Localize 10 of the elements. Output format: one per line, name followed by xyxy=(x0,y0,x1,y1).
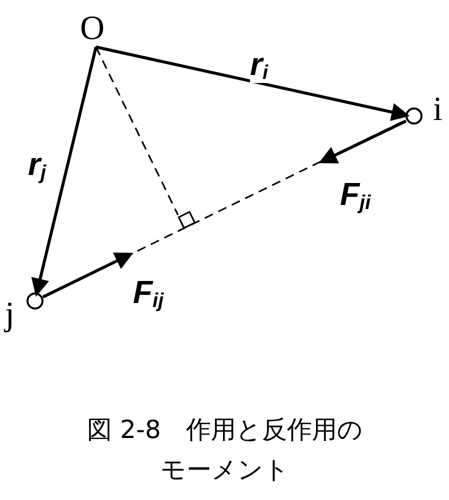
vector-arrow xyxy=(318,120,407,164)
figure-caption: 図 2-8 作用と反作用のモーメント xyxy=(86,414,364,486)
vector-arrow xyxy=(31,46,98,297)
vector-arrow xyxy=(96,46,410,121)
dashed-line xyxy=(95,46,179,216)
point-label: O xyxy=(80,12,112,47)
right-angle-mark xyxy=(178,211,196,229)
vector-arrow xyxy=(42,252,134,298)
point-label: j xyxy=(5,298,14,332)
point-label: i xyxy=(433,93,442,127)
